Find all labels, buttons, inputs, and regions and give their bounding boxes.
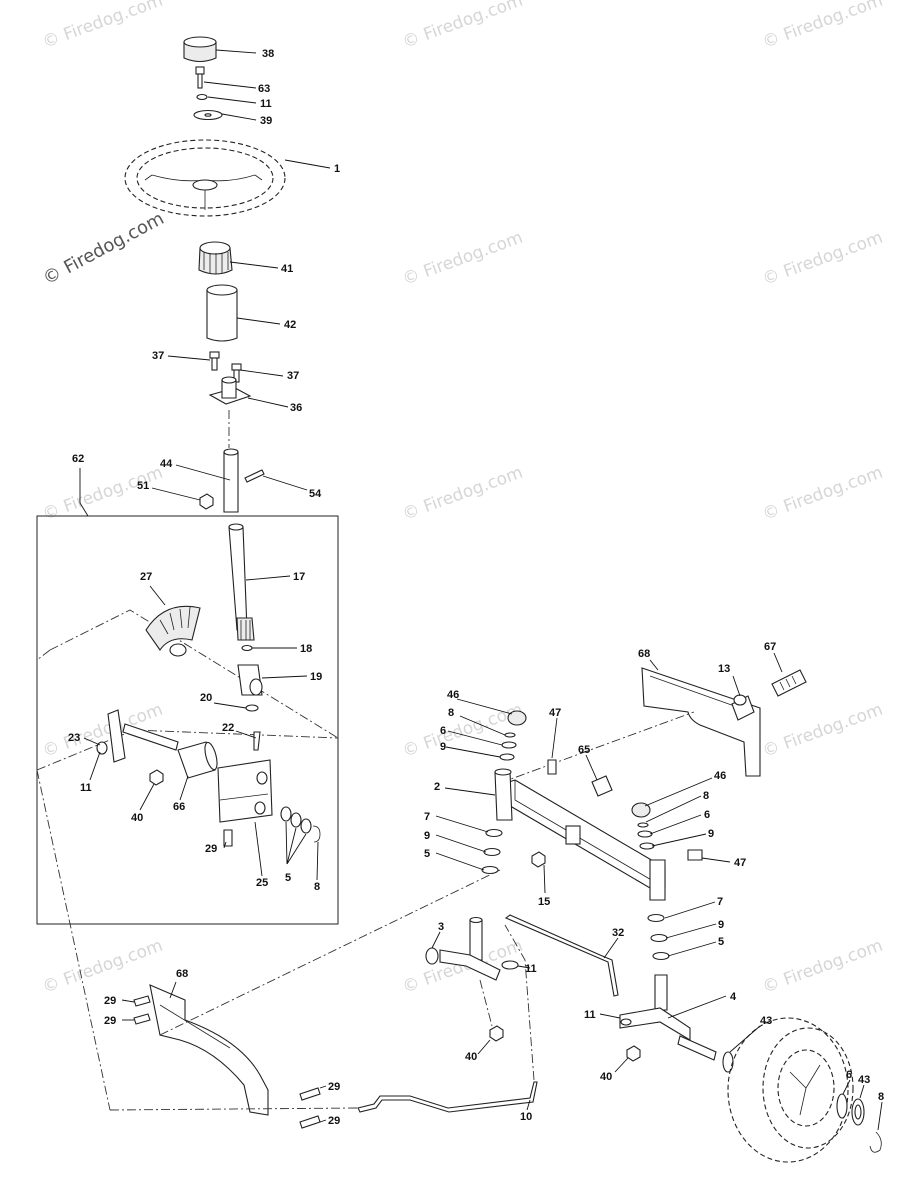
steering-column-parts	[124, 36, 286, 513]
watermark: © Firedog.com	[40, 463, 166, 525]
callout-37: 37	[152, 350, 164, 362]
watermark: © Firedog.com	[760, 0, 886, 53]
watermark: © Firedog.com	[760, 700, 886, 762]
callout-40: 40	[131, 812, 143, 824]
watermark: © Firedog.com	[400, 463, 526, 525]
callout-7: 7	[717, 896, 723, 908]
callout-8: 8	[703, 790, 709, 802]
callout-10: 10	[520, 1111, 532, 1123]
callout-43: 43	[858, 1074, 870, 1086]
callout-8: 8	[878, 1091, 884, 1103]
watermarks: © Firedog.com © Firedog.com © Firedog.co…	[39, 0, 885, 998]
callout-23: 23	[68, 732, 80, 744]
callout-18: 18	[300, 643, 312, 655]
callout-9: 9	[424, 830, 430, 842]
callout-54: 54	[309, 488, 322, 500]
callout-3: 3	[438, 921, 444, 933]
callout-47: 47	[734, 857, 746, 869]
callout-9: 9	[718, 919, 724, 931]
callout-9: 9	[440, 741, 446, 753]
callout-9: 9	[708, 828, 714, 840]
steering-gear-assembly-box	[36, 468, 339, 925]
callout-2: 2	[434, 781, 440, 793]
callout-19: 19	[310, 671, 322, 683]
callout-29: 29	[205, 843, 217, 855]
callout-6: 6	[704, 809, 710, 821]
callout-6: 6	[846, 1069, 852, 1081]
callout-15: 15	[538, 896, 550, 908]
callout-labels: 38 63 11 39 1 41 42 37 37 36 62 44 51 54…	[68, 48, 884, 1127]
callout-46: 46	[447, 689, 459, 701]
callout-67: 67	[764, 641, 776, 653]
watermark: © Firedog.com	[400, 228, 526, 290]
watermark: © Firedog.com	[40, 936, 166, 998]
callout-44: 44	[160, 458, 173, 470]
callout-11: 11	[584, 1009, 596, 1021]
callout-5: 5	[424, 848, 430, 860]
watermark: © Firedog.com	[760, 228, 886, 290]
callout-20: 20	[200, 692, 212, 704]
watermark: © Firedog.com	[40, 0, 166, 53]
callout-4: 4	[730, 991, 737, 1003]
callout-8: 8	[314, 881, 320, 893]
callout-5: 5	[718, 936, 724, 948]
callout-42: 42	[284, 319, 296, 331]
callout-32: 32	[612, 927, 624, 939]
watermark: © Firedog.com	[400, 700, 526, 762]
callout-29: 29	[328, 1115, 340, 1127]
front-axle-assembly	[36, 667, 882, 1163]
callout-17: 17	[293, 571, 305, 583]
callout-8: 8	[448, 707, 454, 719]
callout-40: 40	[465, 1051, 477, 1063]
callout-43: 43	[760, 1015, 772, 1027]
callout-7: 7	[424, 811, 430, 823]
callout-41: 41	[281, 263, 293, 275]
callout-38: 38	[262, 48, 274, 60]
callout-51: 51	[137, 480, 149, 492]
watermark: © Firedog.com	[760, 936, 886, 998]
callout-29: 29	[104, 1015, 116, 1027]
callout-11: 11	[260, 98, 272, 110]
callout-6: 6	[440, 725, 446, 737]
callout-25: 25	[256, 877, 268, 889]
callout-13: 13	[718, 663, 730, 675]
callout-65: 65	[578, 744, 590, 756]
callout-39: 39	[260, 115, 272, 127]
callout-47: 47	[549, 707, 561, 719]
watermark: © Firedog.com	[39, 208, 167, 289]
callout-37: 37	[287, 370, 299, 382]
callout-46: 46	[714, 770, 726, 782]
callout-11: 11	[525, 963, 537, 975]
leader-lines	[83, 49, 883, 1131]
callout-36: 36	[290, 402, 302, 414]
callout-63: 63	[258, 83, 270, 95]
callout-29: 29	[104, 995, 116, 1007]
callout-5: 5	[285, 872, 291, 884]
callout-40: 40	[600, 1071, 612, 1083]
callout-1: 1	[334, 163, 340, 175]
watermark: © Firedog.com	[400, 0, 526, 53]
callout-68: 68	[638, 648, 650, 660]
callout-62: 62	[72, 453, 84, 465]
callout-66: 66	[173, 801, 185, 813]
callout-29: 29	[328, 1081, 340, 1093]
callout-11: 11	[80, 782, 92, 794]
callout-27: 27	[140, 571, 152, 583]
watermark: © Firedog.com	[760, 463, 886, 525]
callout-22: 22	[222, 722, 234, 734]
callout-68: 68	[176, 968, 188, 980]
